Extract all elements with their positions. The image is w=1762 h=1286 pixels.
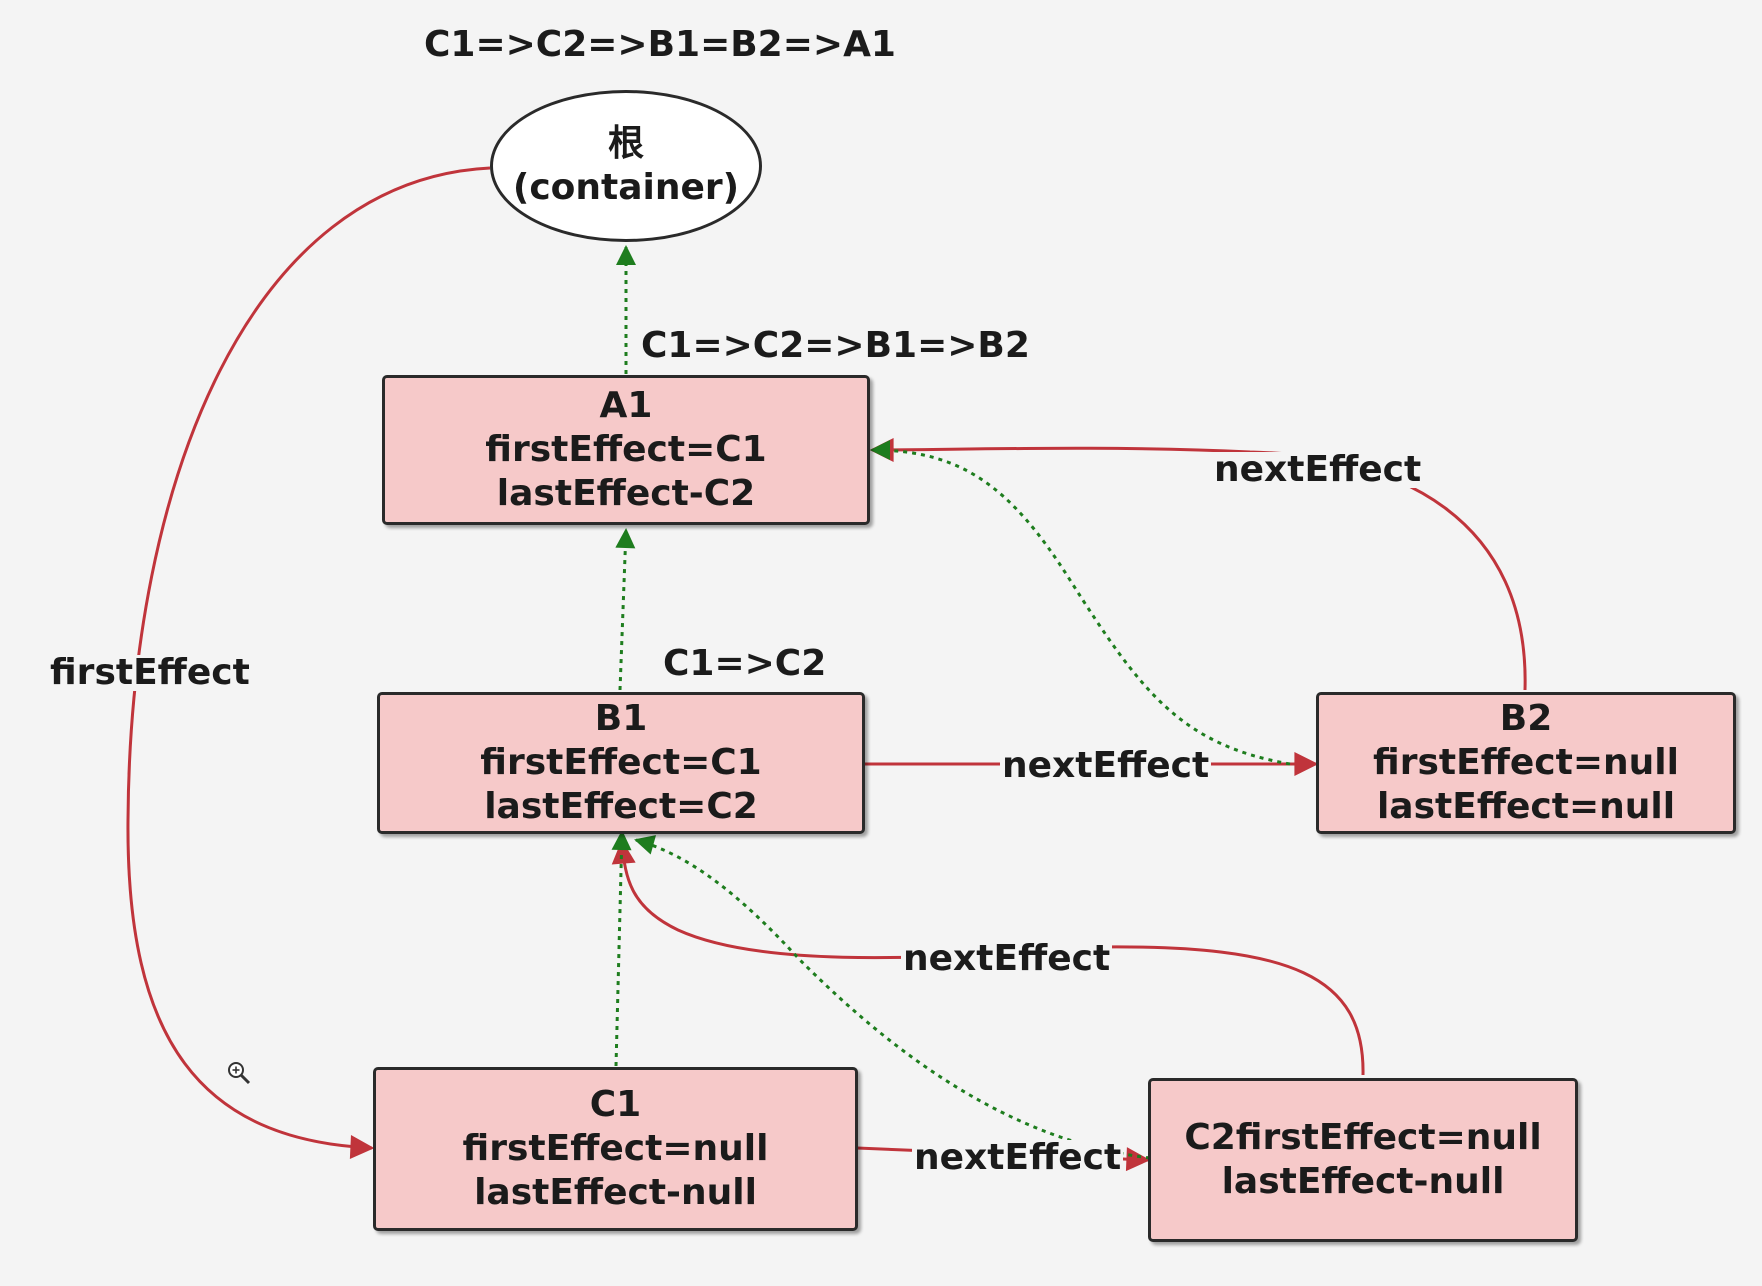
a1-last-effect: lastEffect-C2	[496, 473, 756, 514]
return-c2-b1	[634, 835, 1151, 1160]
next-effect-label-c2-b1: nextEffect	[901, 938, 1113, 979]
return-b2-a1	[870, 440, 1291, 766]
b1-last-effect: lastEffect=C2	[484, 786, 758, 827]
edge-first-effect	[126, 166, 491, 1159]
b1-chain-label: C1=>C2	[663, 643, 827, 684]
node-b1: B1 firstEffect=C1 lastEffect=C2	[377, 692, 865, 834]
edge-next-b2-a1	[869, 437, 1527, 691]
node-c1: C1 firstEffect=null lastEffect-null	[373, 1067, 858, 1231]
next-effect-label-b1-b2: nextEffect	[1000, 745, 1212, 786]
a1-first-effect: firstEffect=C1	[485, 429, 767, 470]
node-c2: C2firstEffect=null lastEffect-null	[1148, 1078, 1578, 1242]
a1-title: A1	[599, 385, 653, 426]
first-effect-label: firstEffect	[48, 652, 252, 693]
node-b2: B2 firstEffect=null lastEffect=null	[1316, 692, 1736, 834]
zoom-in-icon	[228, 1062, 251, 1085]
b2-last-effect: lastEffect=null	[1376, 786, 1676, 827]
b2-title: B2	[1499, 698, 1553, 739]
c1-last-effect: lastEffect-null	[474, 1172, 757, 1213]
next-effect-label-b2-a1: nextEffect	[1212, 449, 1424, 490]
b1-first-effect: firstEffect=C1	[480, 742, 762, 783]
c2-last-effect: lastEffect-null	[1221, 1161, 1505, 1202]
c2-title: C2firstEffect=null	[1184, 1117, 1542, 1158]
return-b1-a1	[615, 528, 636, 691]
b2-first-effect: firstEffect=null	[1373, 742, 1679, 783]
c1-first-effect: firstEffect=null	[462, 1128, 769, 1169]
c1-title: C1	[589, 1084, 642, 1125]
node-a1: A1 firstEffect=C1 lastEffect-C2	[382, 375, 870, 525]
order-label: C1=>C2=>B1=B2=>A1	[424, 24, 896, 65]
root-node: 根 (container)	[490, 90, 762, 242]
b1-title: B1	[594, 698, 648, 739]
root-subtitle: (container)	[512, 167, 740, 208]
a1-chain-label: C1=>C2=>B1=>B2	[641, 325, 1030, 366]
root-title: 根	[607, 123, 644, 164]
return-c1-b1	[611, 830, 632, 1067]
next-effect-label-c1-c2: nextEffect	[912, 1137, 1124, 1178]
